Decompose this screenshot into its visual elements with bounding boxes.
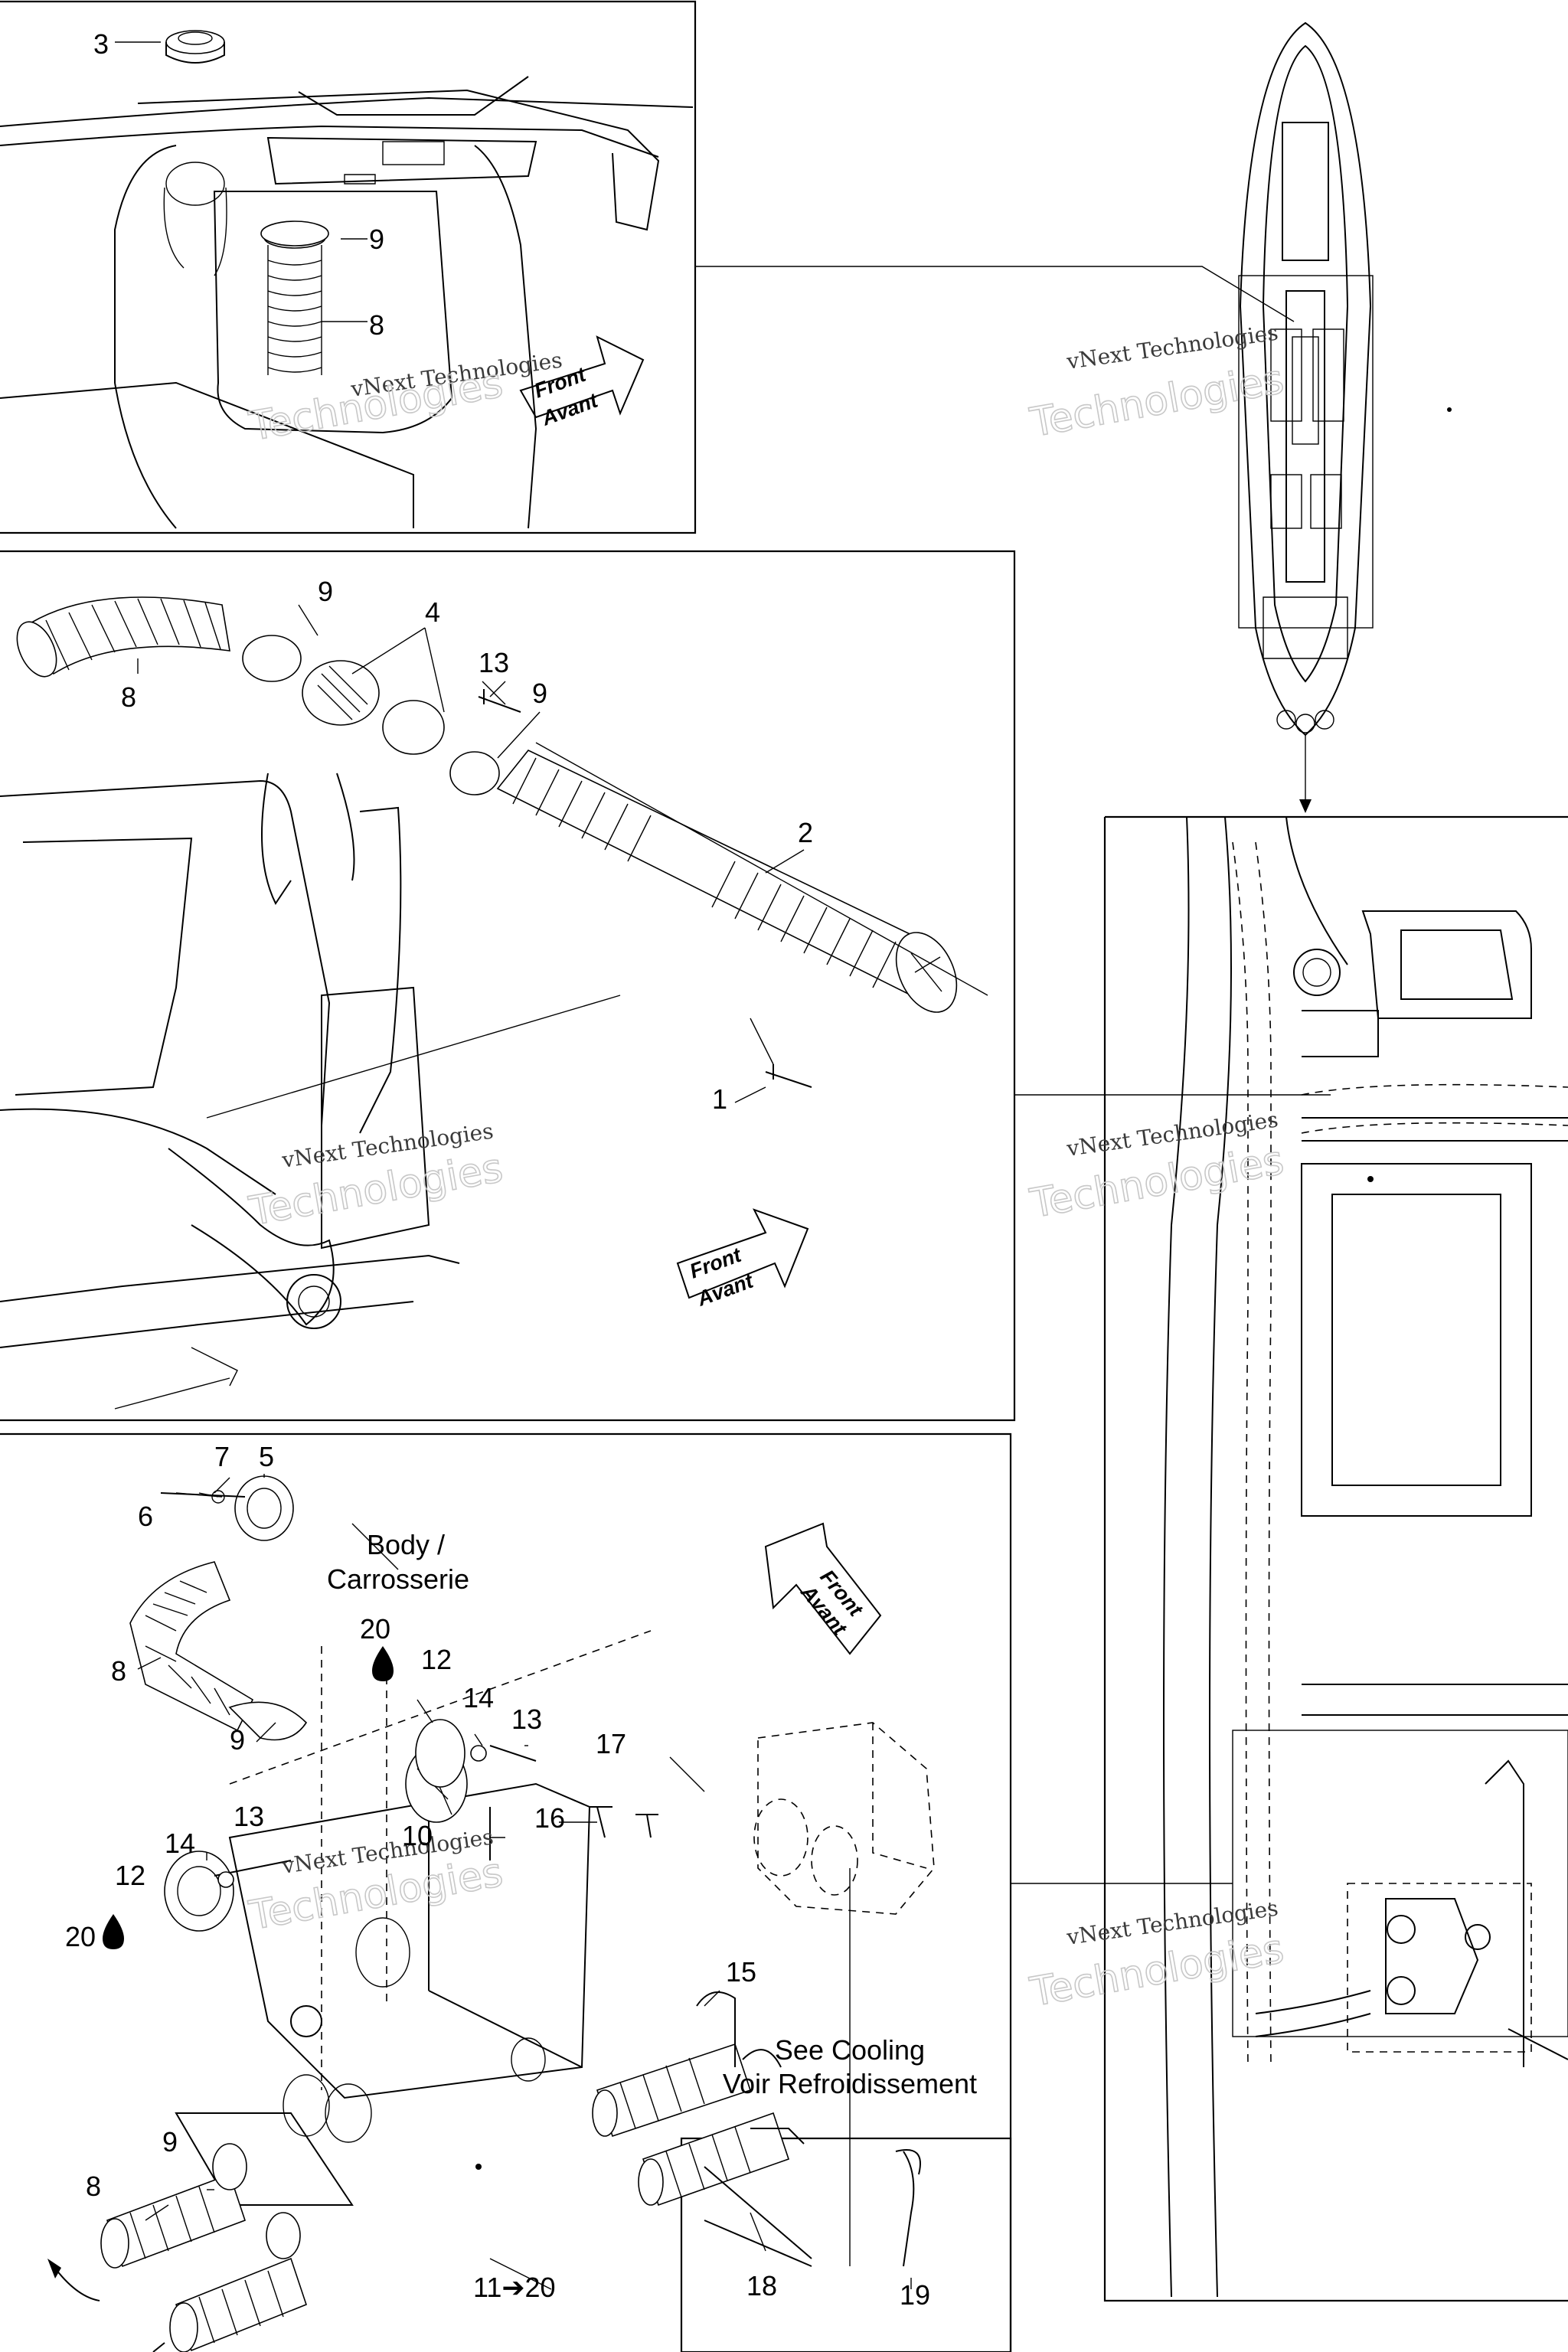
callout-13: 13 [234,1801,264,1832]
rivet-part-1 [765,1064,812,1088]
callout-8: 8 [111,1655,126,1687]
callout-9: 9 [532,678,547,709]
callout-8: 8 [86,2171,101,2202]
callout-12: 12 [115,1860,145,1891]
front-arrow-bottom: Front Avant [764,1522,882,1655]
callout-13: 13 [511,1704,542,1735]
panel-fasteners-inset [680,2137,1012,2352]
fastener-parts [160,1492,921,2267]
callout-2: 2 [798,817,813,848]
callout-14: 14 [165,1828,195,1859]
callout-17: 17 [596,1728,626,1759]
callout-9: 9 [369,224,384,255]
callout-15: 15 [726,1956,756,1988]
arrow-down-icon [1299,799,1312,813]
callout-20: 20 [65,1921,96,1952]
callout-6: 6 [138,1501,153,1532]
callout-1: 1 [712,1083,727,1115]
callout-20: 20 [360,1613,390,1645]
drop-icon [103,1914,124,1949]
body-note-fr: Carrosserie [327,1563,469,1595]
front-arrow-middle: Front Avant [676,1208,809,1311]
callout-12: 12 [421,1644,452,1675]
cap-part-3 [165,30,225,64]
exhaust-hoses [592,1991,790,2207]
hull-closeup-view [1163,407,1568,2298]
callout-7: 7 [214,1441,230,1472]
callout-5: 5 [259,1441,274,1472]
callout-4: 4 [425,596,440,628]
panel-right-detail [1103,815,1568,2302]
watercraft-top-view [1238,21,1374,737]
drop-icon [372,1646,394,1681]
cooling-module [753,1722,935,2266]
vent-cap-view [0,76,694,529]
watermark: vNext Technologies Technologies vNext Te… [245,320,1288,2017]
callout-19: 19 [900,2279,930,2311]
svg-text:Technologies: Technologies [1027,357,1287,446]
panel-bottom-left [0,1432,1012,2352]
hose-assembly-view [16,596,988,1065]
rivet-part-13 [478,689,521,713]
panel-top-left [0,0,697,534]
callout-9: 9 [230,1724,245,1756]
cooling-note-en: See Cooling [775,2034,925,2066]
callout-16: 16 [534,1802,565,1834]
callout-13: 13 [479,647,509,678]
callout-3: 3 [93,28,109,60]
hoses-lower-pair [47,2143,307,2352]
callout-8: 8 [121,681,136,713]
leader-top-view-1 [695,266,1295,322]
hose-vertical-top [260,220,329,375]
callout-9: 9 [318,576,333,607]
callout-10: 10 [402,1820,433,1851]
callout-18: 18 [746,2270,777,2301]
callout-8: 8 [369,309,384,341]
callout-14: 14 [463,1682,494,1713]
body-note-en: Body / [367,1529,445,1560]
panel-middle-left [0,550,1016,1422]
cooling-note-fr: Voir Refroidissement [723,2068,977,2099]
svg-text:Technologies: Technologies [1027,1926,1287,2016]
callout-9: 9 [162,2126,178,2158]
hull-interior-view [0,773,621,1410]
callout-11-to-20: 11➔20 [473,2272,556,2303]
leader-lines [115,41,912,2290]
